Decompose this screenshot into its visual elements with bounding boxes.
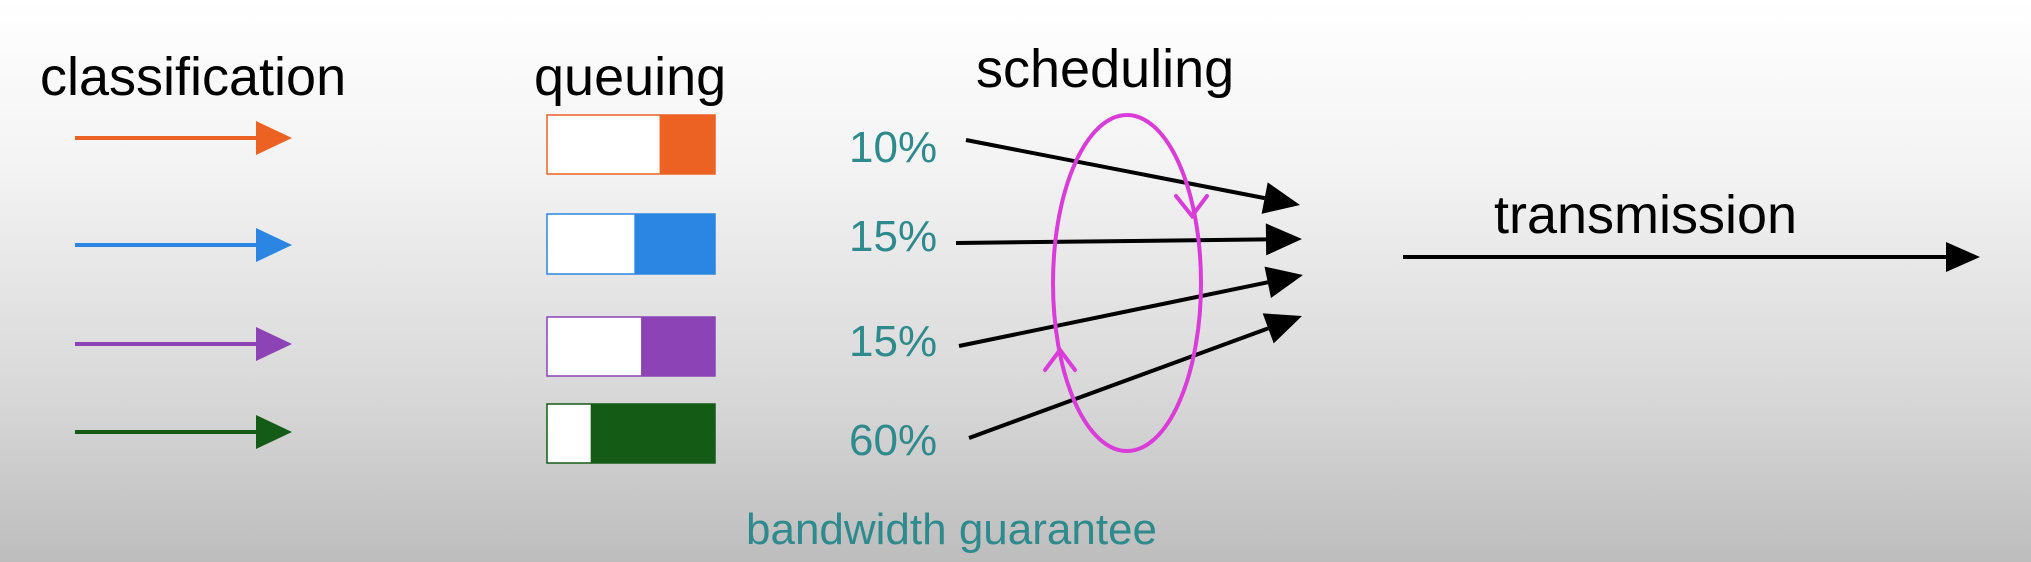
scheduling-arrowhead-2 (1265, 223, 1302, 256)
loop-direction-down-icon (1174, 194, 1209, 220)
classification-arrowhead-1 (256, 121, 292, 155)
classification-heading: classification (40, 47, 347, 107)
transmission-arrowhead (1946, 242, 1980, 272)
classification-arrows (75, 121, 292, 449)
scheduling-arrow-1 (965, 138, 1266, 201)
scheduling-heading: scheduling (976, 39, 1235, 99)
bandwidth-guarantee-label: bandwidth guarantee (746, 505, 1157, 554)
percent-label-class-2: 15% (849, 212, 938, 261)
transmission-arrow (1403, 242, 1980, 272)
queue-boxes (546, 114, 716, 464)
classification-arrowhead-2 (256, 228, 292, 262)
scheduling-arrow-2 (955, 237, 1267, 245)
queuing-heading: queuing (534, 47, 727, 107)
round-robin-loop-icon (1043, 113, 1209, 453)
scheduling-arrows (955, 138, 1303, 440)
classification-arrowhead-4 (256, 415, 292, 449)
transmission-heading: transmission (1494, 185, 1798, 245)
scheduler-loop (1051, 113, 1203, 453)
scheduling-arrowhead-1 (1261, 182, 1300, 214)
scheduling-arrow-4 (968, 326, 1269, 440)
queue-fill-3 (641, 317, 715, 376)
queue-fill-4 (590, 404, 715, 463)
percent-label-class-4: 60% (849, 416, 938, 465)
scheduling-arrowhead-4 (1262, 313, 1302, 344)
scheduling-arrow-3 (958, 280, 1269, 348)
classification-arrowhead-3 (256, 327, 292, 361)
loop-direction-up-icon (1043, 346, 1077, 372)
percent-label-class-1: 10% (849, 123, 938, 172)
queue-fill-1 (659, 115, 715, 174)
percent-label-class-3: 15% (849, 317, 938, 366)
queue-fill-2 (634, 214, 715, 274)
scheduling-arrowhead-3 (1264, 266, 1303, 298)
